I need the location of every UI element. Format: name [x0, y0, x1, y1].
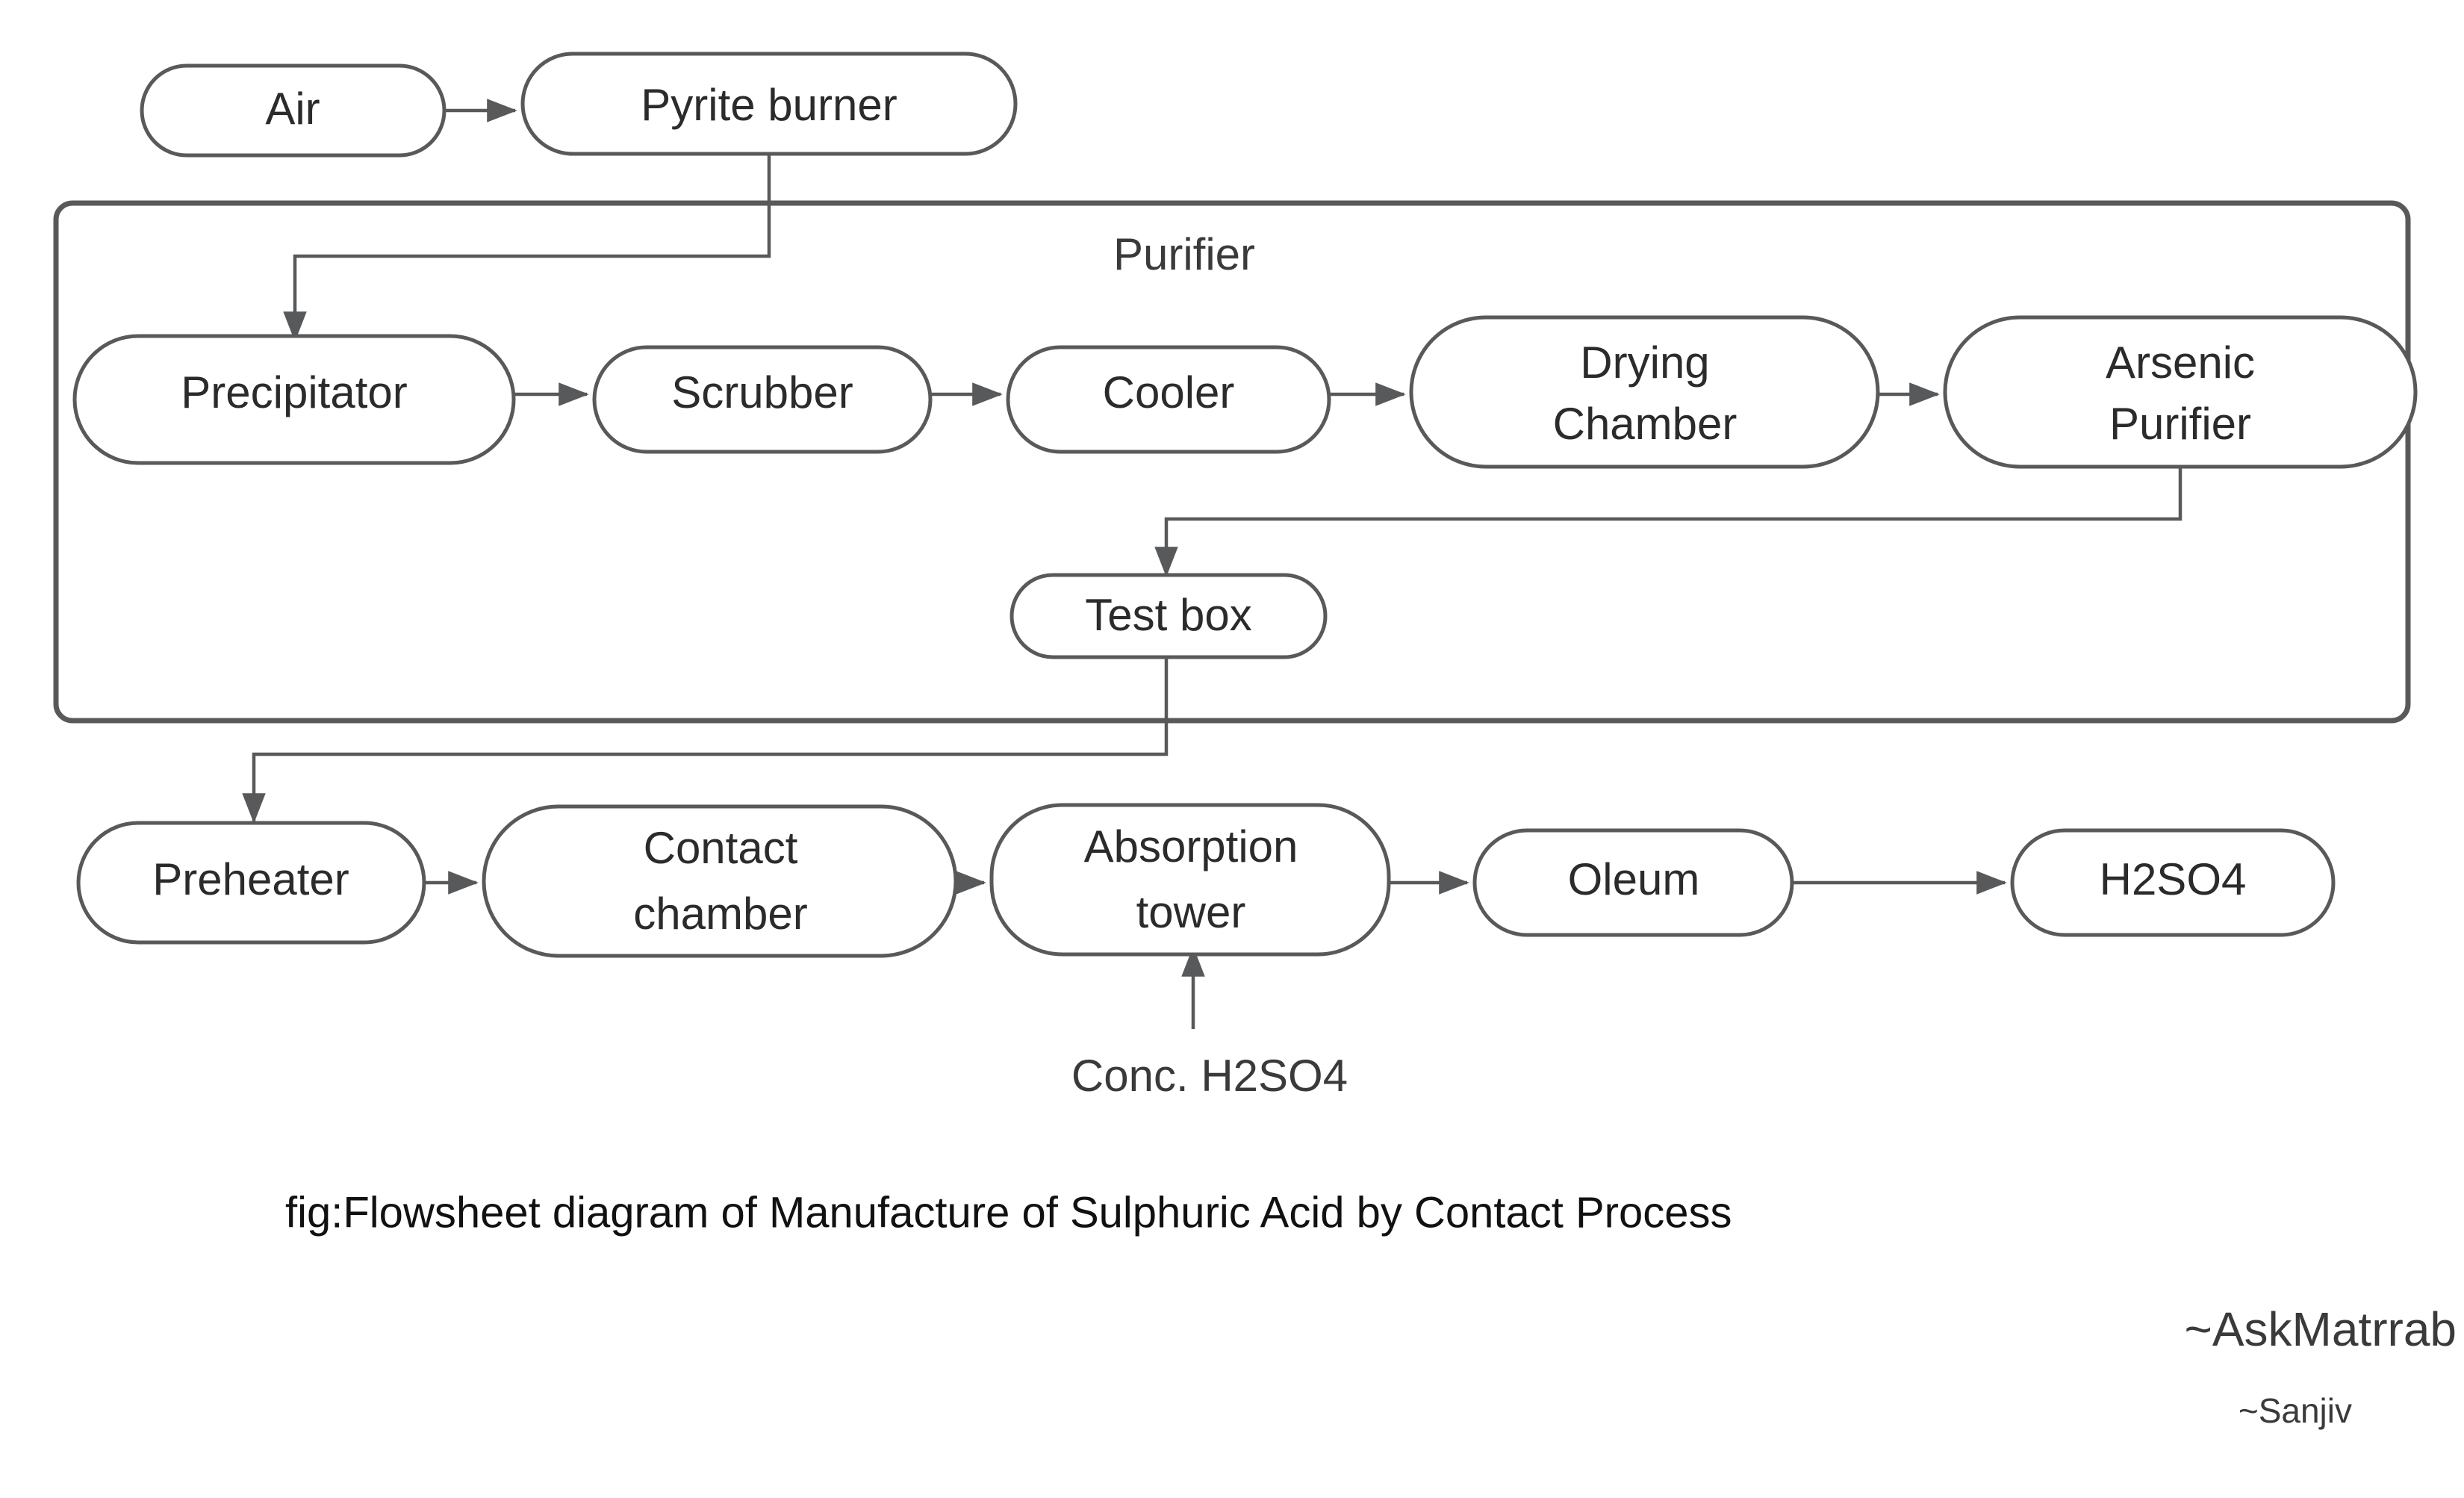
node-contact-chamber-label-line1: Contact — [644, 823, 798, 873]
credit-handle: ~AskMatrrab — [2184, 1302, 2457, 1356]
node-absorption-tower-shape[interactable] — [989, 803, 1391, 957]
node-cooler-shape[interactable] — [1006, 345, 1331, 454]
node-drying-chamber-label-line2: Chamber — [1553, 399, 1737, 449]
node-scrubber-shape[interactable] — [592, 345, 933, 454]
node-pyrite-burner-shape[interactable] — [520, 52, 1018, 156]
node-preheater[interactable]: Preheater — [76, 821, 426, 945]
node-air[interactable]: Air — [140, 63, 447, 158]
node-arsenic-purifier-label-line1: Arsenic — [2106, 338, 2255, 388]
credit-author: ~Sanjiv — [2239, 1391, 2352, 1430]
label-conc-h2so4: Conc. H2SO4 — [1071, 1051, 1348, 1101]
edge-pyrite-burner-to-precipitator[interactable] — [283, 149, 771, 342]
node-scrubber-label: Scrubber — [671, 367, 853, 417]
purifier-group: Purifier — [53, 200, 2411, 724]
node-preheater-shape[interactable] — [76, 821, 426, 945]
node-contact-chamber[interactable]: Contact chamber — [482, 804, 958, 958]
node-oleum-shape[interactable] — [1472, 828, 1794, 937]
node-absorption-tower[interactable]: Absorption tower — [989, 803, 1391, 957]
node-oleum[interactable]: Oleum — [1472, 828, 1794, 937]
edge-test-box-to-preheater[interactable] — [242, 653, 1169, 824]
node-h2so4-shape[interactable] — [2010, 828, 2336, 937]
node-test-box[interactable]: Test box — [1009, 573, 1328, 659]
node-h2so4[interactable]: H2SO4 — [2010, 828, 2336, 937]
node-drying-chamber[interactable]: Drying Chamber — [1409, 315, 1880, 469]
node-test-box-shape[interactable] — [1009, 573, 1328, 659]
node-drying-chamber-label-line1: Drying — [1580, 338, 1709, 388]
figure-caption: fig:Flowsheet diagram of Manufacture of … — [285, 1188, 1732, 1237]
purifier-group-box — [53, 200, 2411, 724]
edge-arsenic-purifier-to-test-box[interactable] — [1154, 464, 2183, 577]
node-oleum-label: Oleum — [1568, 854, 1700, 904]
node-precipitator-label: Precipitator — [181, 367, 407, 417]
node-preheater-label: Preheater — [152, 854, 349, 904]
node-arsenic-purifier[interactable]: Arsenic Purifier — [1943, 315, 2418, 469]
node-air-label: Air — [265, 84, 320, 134]
node-scrubber[interactable]: Scrubber — [592, 345, 933, 454]
node-air-shape[interactable] — [140, 63, 447, 158]
node-precipitator-shape[interactable] — [72, 334, 516, 465]
node-h2so4-label: H2SO4 — [2100, 854, 2247, 904]
node-test-box-label: Test box — [1085, 590, 1251, 640]
node-cooler-label: Cooler — [1103, 367, 1235, 417]
node-precipitator[interactable]: Precipitator — [72, 334, 516, 465]
node-absorption-tower-label-line2: tower — [1136, 887, 1246, 937]
node-pyrite-burner[interactable]: Pyrite burner — [520, 52, 1018, 156]
node-drying-chamber-shape[interactable] — [1409, 315, 1880, 469]
node-absorption-tower-label-line1: Absorption — [1084, 821, 1298, 871]
node-arsenic-purifier-label-line2: Purifier — [2109, 399, 2251, 449]
node-contact-chamber-label-line2: chamber — [633, 889, 807, 939]
node-contact-chamber-shape[interactable] — [482, 804, 958, 958]
node-cooler[interactable]: Cooler — [1006, 345, 1331, 454]
node-arsenic-purifier-shape[interactable] — [1943, 315, 2418, 469]
purifier-group-label: Purifier — [1113, 229, 1255, 279]
node-pyrite-burner-label: Pyrite burner — [641, 80, 897, 130]
